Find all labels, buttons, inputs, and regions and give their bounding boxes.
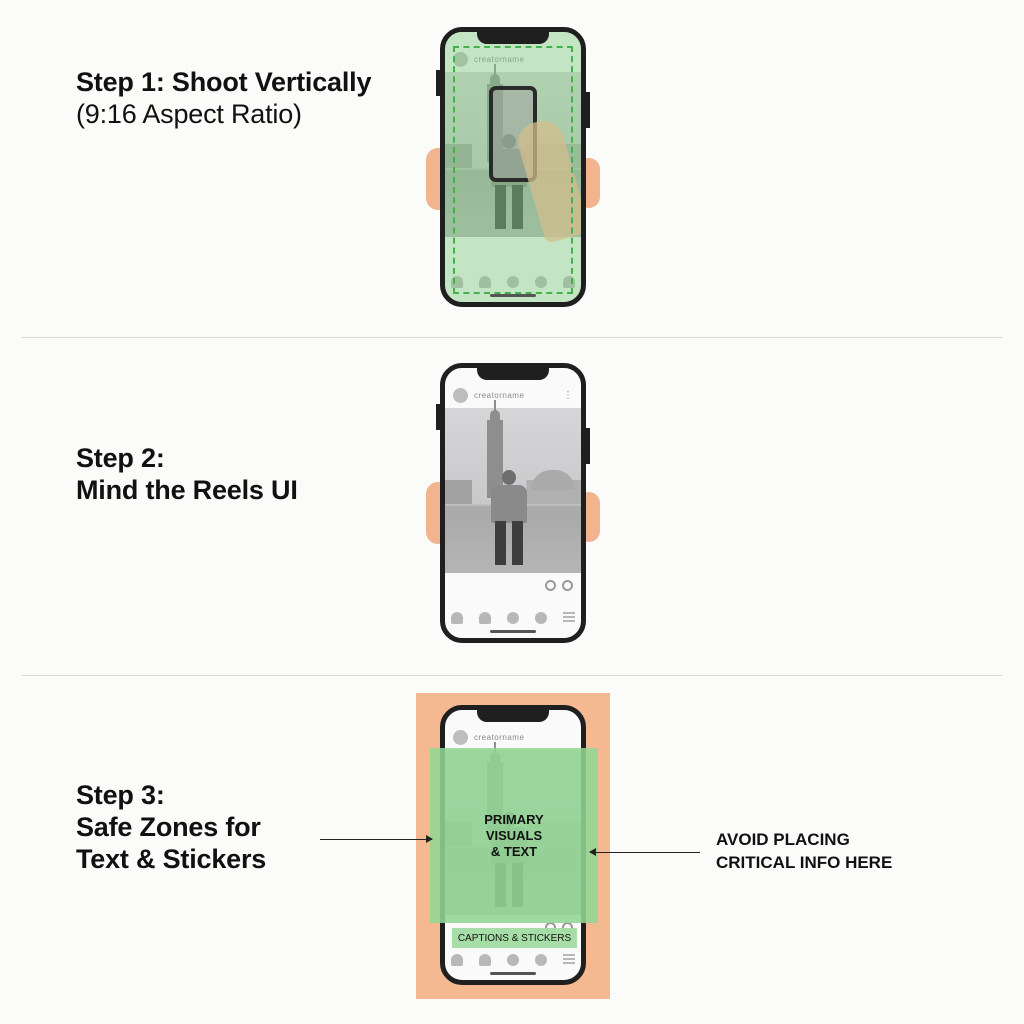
home-icon — [451, 954, 463, 966]
home-indicator — [490, 972, 536, 975]
search-icon — [535, 954, 547, 966]
step-1-title: Step 1: Shoot Vertically (9:16 Aspect Ra… — [76, 66, 371, 130]
reel-photo — [445, 400, 581, 573]
person-legs — [495, 185, 523, 229]
phone-notch — [477, 368, 549, 380]
section-divider-2 — [22, 675, 1002, 676]
power-button — [586, 92, 590, 128]
home-indicator — [490, 294, 536, 297]
phone-step-1: creatorname — [440, 27, 586, 307]
primary-safe-zone-label: PRIMARY VISUALS & TEXT — [484, 811, 544, 859]
person-body — [491, 485, 527, 523]
step-3-title-line3: Text & Stickers — [76, 844, 267, 874]
step-3-title-line2: Safe Zones for — [76, 812, 261, 842]
post-header: creatorname — [445, 724, 581, 750]
share-icon — [562, 580, 573, 591]
more-icon: ⋮ — [563, 389, 573, 401]
post-header: creatorname ⋮ — [445, 382, 581, 408]
person-legs — [495, 521, 523, 565]
home-icon — [451, 612, 463, 624]
search-icon — [535, 276, 547, 288]
avoid-zone-label-line2: CRITICAL INFO HERE — [716, 853, 893, 872]
step-3-title: Step 3: Safe Zones for Text & Stickers — [76, 779, 266, 875]
step-2-title-line1: Step 2: — [76, 443, 165, 473]
clock-tower — [487, 400, 503, 498]
reel-actions — [545, 580, 573, 591]
avatar — [453, 51, 468, 67]
audio-icon — [545, 580, 556, 591]
step-2-title: Step 2: Mind the Reels UI — [76, 442, 298, 506]
primary-safe-zone: PRIMARY VISUALS & TEXT — [430, 748, 598, 923]
step-2-title-line2: Mind the Reels UI — [76, 475, 298, 505]
volume-button — [436, 70, 440, 96]
heart-icon — [479, 276, 491, 288]
step-1-title-line2: (9:16 Aspect Ratio) — [76, 99, 302, 129]
volume-button — [436, 404, 440, 430]
username: creatorname — [474, 390, 525, 400]
phone-notch — [477, 32, 549, 44]
section-divider-1 — [22, 337, 1002, 338]
search-icon — [535, 612, 547, 624]
avatar — [453, 387, 468, 403]
vertical-guide-dashed — [453, 46, 573, 294]
menu-icon — [563, 612, 575, 624]
home-indicator — [490, 630, 536, 633]
avatar — [453, 729, 468, 745]
circle-icon — [507, 612, 519, 624]
phone-notch — [477, 710, 549, 722]
post-header: creatorname — [445, 46, 581, 72]
heart-icon — [479, 612, 491, 624]
menu-icon — [563, 954, 575, 966]
dome-building — [531, 470, 575, 490]
username: creatorname — [474, 732, 525, 742]
step-3-title-line1: Step 3: — [76, 780, 165, 810]
power-button — [586, 428, 590, 464]
captions-safe-zone: CAPTIONS & STICKERS — [452, 928, 577, 948]
avoid-zone-label-line1: AVOID PLACING — [716, 830, 850, 849]
username: creatorname — [474, 54, 525, 64]
arrow-to-safe-zone — [320, 835, 433, 843]
circle-icon — [507, 276, 519, 288]
person-head — [502, 470, 516, 485]
step-1-title-line1: Step 1: Shoot Vertically — [76, 67, 372, 97]
bottom-nav — [451, 954, 575, 966]
avoid-zone-label: AVOID PLACING CRITICAL INFO HERE — [716, 828, 892, 874]
phone-step-2: creatorname ⋮ — [440, 363, 586, 643]
bottom-nav — [451, 612, 575, 624]
circle-icon — [507, 954, 519, 966]
arrow-to-avoid-zone — [589, 848, 700, 856]
heart-icon — [479, 954, 491, 966]
